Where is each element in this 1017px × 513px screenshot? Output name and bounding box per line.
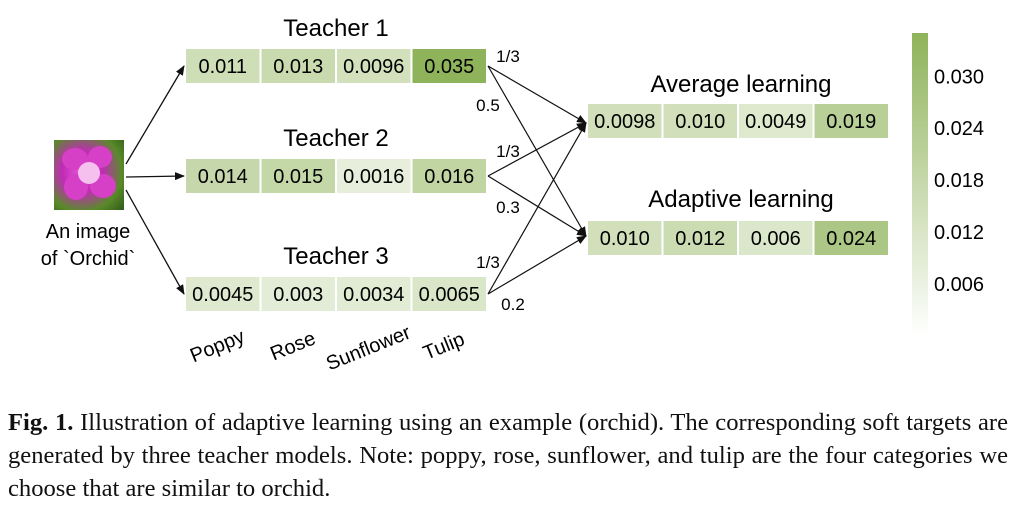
teacher-3-cell-1 <box>186 277 260 311</box>
adaptive-weight-3: 0.2 <box>501 295 525 314</box>
teacher-1-value-2: 0.013 <box>273 56 323 78</box>
colorbar-tick-label: 0.024 <box>934 118 984 140</box>
adaptive-weight-2: 0.3 <box>496 198 520 217</box>
teacher-3-value-3: 0.0034 <box>343 284 404 306</box>
adaptive-learning-cell-1 <box>588 221 662 255</box>
adaptive-weight-1: 0.5 <box>476 96 500 115</box>
arrow-teacher-3-to-average <box>487 122 587 295</box>
caption-label: Fig. 1. <box>8 409 74 436</box>
input-label-line1: An image <box>46 221 131 243</box>
category-label-poppy: Poppy <box>187 326 248 368</box>
caption-text: Illustration of adaptive learning using … <box>8 409 1009 502</box>
colorbar <box>912 33 928 336</box>
arrow-image-to-teacher-3 <box>125 189 185 295</box>
arrow-teacher-2-to-adaptive <box>487 175 587 237</box>
colorbar-tick-label: 0.006 <box>934 274 984 296</box>
teacher-3-cell-3 <box>337 277 411 311</box>
teacher-1-cell-2 <box>261 49 335 83</box>
average-learning-cell-2 <box>663 104 737 138</box>
input-label-line2: of `Orchid` <box>41 248 135 270</box>
teacher-3-cell-4 <box>412 277 486 311</box>
category-label-rose: Rose <box>267 327 319 365</box>
average-learning-value-1: 0.0098 <box>594 111 655 133</box>
teacher-2-cell-1 <box>186 159 260 193</box>
teacher-2-cell-2 <box>261 159 335 193</box>
teacher-1-cell-3 <box>337 49 411 83</box>
adaptive-learning-value-4: 0.024 <box>826 228 876 250</box>
adaptive-learning-cell-3 <box>739 221 813 255</box>
teacher-2-cell-4 <box>412 159 486 193</box>
teacher-2-value-4: 0.016 <box>424 166 474 188</box>
colorbar-tick-label: 0.030 <box>934 66 984 88</box>
teacher-3-title: Teacher 3 <box>283 243 388 270</box>
average-weight-2: 1/3 <box>496 142 520 161</box>
teacher-1-cell-1 <box>186 49 260 83</box>
teacher-2-value-2: 0.015 <box>273 166 323 188</box>
average-learning-title: Average learning <box>650 71 831 98</box>
teacher-1-value-3: 0.0096 <box>343 56 404 78</box>
colorbar-tick-label: 0.018 <box>934 170 984 192</box>
adaptive-learning-cell-2 <box>663 221 737 255</box>
teacher-3-value-2: 0.003 <box>273 284 323 306</box>
average-learning-cell-1 <box>588 104 662 138</box>
teacher-2-value-1: 0.014 <box>198 166 248 188</box>
teacher-2-title: Teacher 2 <box>283 125 388 152</box>
orchid-image <box>54 140 124 210</box>
figure-caption: Fig. 1. Illustration of adaptive learnin… <box>8 406 1008 505</box>
teacher-2-value-3: 0.0016 <box>343 166 404 188</box>
arrow-image-to-teacher-1 <box>125 65 185 165</box>
arrow-teacher-1-to-adaptive <box>487 65 587 237</box>
average-weight-1: 1/3 <box>496 47 520 66</box>
arrow-image-to-teacher-2 <box>125 172 185 181</box>
teacher-2-cell-3 <box>337 159 411 193</box>
category-label-tulip: Tulip <box>420 328 468 364</box>
teacher-3-cell-2 <box>261 277 335 311</box>
average-learning-value-2: 0.010 <box>675 111 725 133</box>
average-learning-cell-3 <box>739 104 813 138</box>
adaptive-learning-value-3: 0.006 <box>751 228 801 250</box>
adaptive-learning-value-2: 0.012 <box>675 228 725 250</box>
teacher-1-cell-4 <box>412 49 486 83</box>
arrow-teacher-3-to-adaptive <box>487 235 587 295</box>
average-learning-value-4: 0.019 <box>826 111 876 133</box>
teacher-1-value-4: 0.035 <box>424 56 474 78</box>
average-learning-value-3: 0.0049 <box>745 111 806 133</box>
adaptive-learning-title: Adaptive learning <box>648 186 833 213</box>
category-label-sunflower: Sunflower <box>323 321 414 375</box>
arrow-teacher-2-to-average <box>487 122 587 177</box>
adaptive-learning-value-1: 0.010 <box>600 228 650 250</box>
average-weight-3: 1/3 <box>476 253 500 272</box>
teacher-3-value-1: 0.0045 <box>192 284 253 306</box>
average-learning-cell-4 <box>814 104 888 138</box>
adaptive-learning-cell-4 <box>814 221 888 255</box>
arrow-teacher-1-to-average <box>487 65 587 124</box>
teacher-1-title: Teacher 1 <box>283 15 388 42</box>
teacher-3-value-4: 0.0065 <box>419 284 480 306</box>
colorbar-tick-label: 0.012 <box>934 222 984 244</box>
teacher-1-value-1: 0.011 <box>198 56 247 78</box>
